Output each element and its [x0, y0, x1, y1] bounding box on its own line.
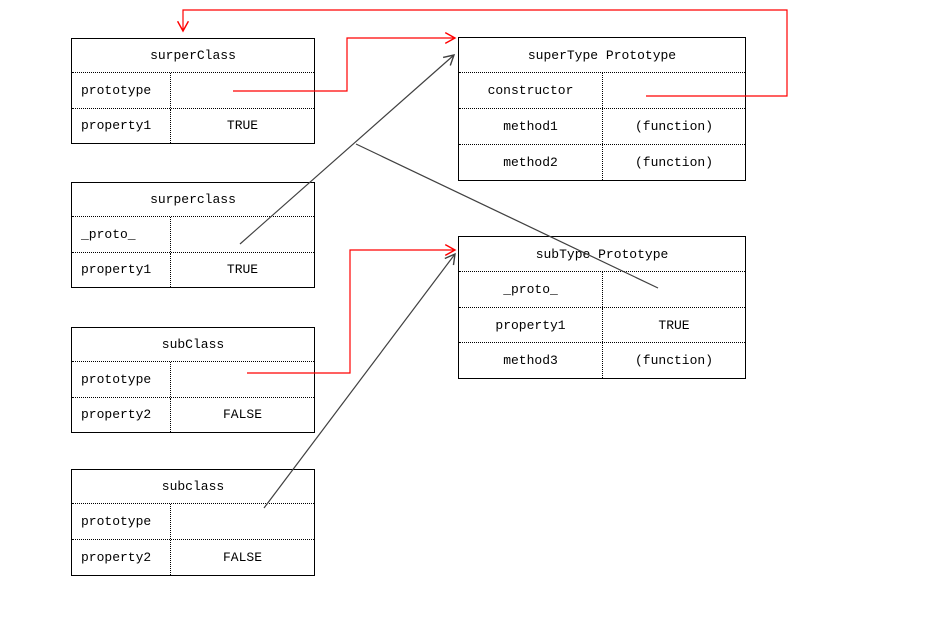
box-surperclass-instance: surperclass _proto_ property1 TRUE [71, 182, 315, 288]
row-value: (function) [634, 155, 713, 170]
row-label: property1 [72, 108, 171, 143]
table-row: property2 FALSE [72, 540, 314, 575]
box-title: surperClass [72, 39, 314, 73]
row-value: TRUE [658, 317, 690, 333]
row-value: (function) [634, 119, 713, 134]
row-label: method3 [459, 343, 603, 379]
row-value: FALSE [222, 550, 262, 565]
row-value [171, 362, 314, 397]
row-value: FALSE [222, 407, 262, 423]
table-row: method1 (function) [459, 109, 745, 145]
row-value: (function) [634, 353, 713, 369]
table-row: prototype [72, 362, 314, 398]
row-label: _proto_ [459, 272, 603, 307]
table-row: prototype [72, 504, 314, 540]
table-row: constructor [459, 73, 745, 109]
box-supertype-prototype: superType Prototype constructor method1 … [458, 37, 746, 181]
box-title: subclass [72, 470, 314, 504]
row-label: property1 [72, 252, 171, 287]
table-row: prototype [72, 73, 314, 109]
table-row: property1 TRUE [72, 252, 314, 287]
row-label: _proto_ [72, 217, 171, 252]
row-label: constructor [459, 73, 603, 108]
row-label: property2 [72, 397, 171, 432]
box-surperclass-ctor: surperClass prototype property1 TRUE [71, 38, 315, 144]
row-value [171, 504, 314, 539]
row-label: method1 [459, 109, 603, 144]
row-value: TRUE [226, 118, 259, 134]
table-row: _proto_ [72, 217, 314, 253]
row-label: prototype [72, 73, 171, 108]
row-value [171, 73, 314, 108]
row-label: prototype [72, 362, 171, 397]
row-value [603, 73, 745, 108]
box-subclass-instance: subclass prototype property2 FALSE [71, 469, 315, 576]
box-title: surperclass [72, 183, 314, 217]
table-row: method3 (function) [459, 343, 745, 379]
table-row: property1 TRUE [459, 307, 745, 344]
row-label: prototype [72, 504, 171, 539]
box-title: superType Prototype [459, 38, 745, 73]
box-title: subClass [72, 328, 314, 362]
box-subtype-prototype: subType Prototype _proto_ property1 TRUE… [458, 236, 746, 379]
box-title: subType Prototype [459, 237, 745, 272]
table-row: method2 (function) [459, 145, 745, 180]
table-row: _proto_ [459, 272, 745, 308]
row-label: property1 [459, 307, 603, 343]
table-row: property1 TRUE [72, 108, 314, 143]
row-value [603, 272, 745, 307]
row-label: property2 [72, 540, 171, 575]
table-row: property2 FALSE [72, 397, 314, 432]
row-label: method2 [459, 145, 603, 180]
row-value: TRUE [226, 262, 259, 278]
row-value [171, 217, 314, 252]
box-subclass-ctor: subClass prototype property2 FALSE [71, 327, 315, 433]
